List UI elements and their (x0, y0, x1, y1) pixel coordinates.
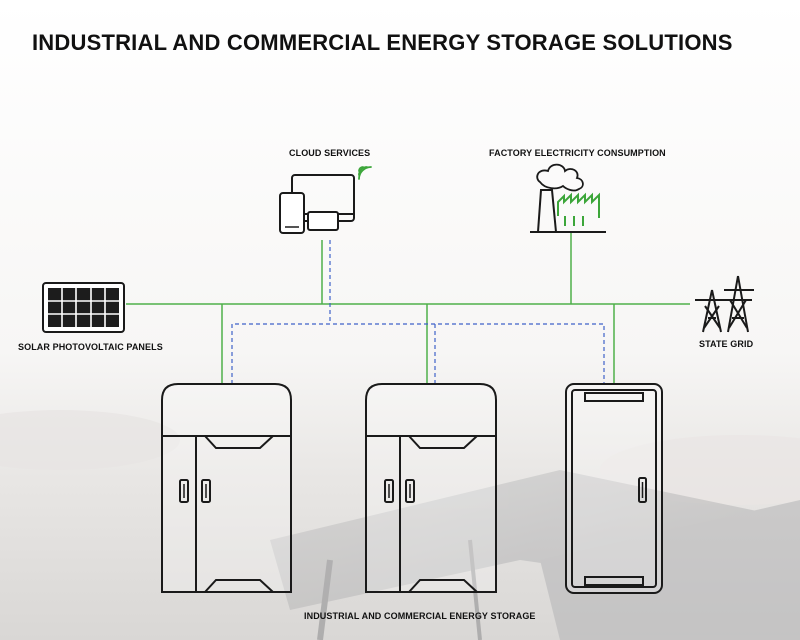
power-lines (126, 233, 690, 384)
page-title: INDUSTRIAL AND COMMERCIAL ENERGY STORAGE… (32, 30, 733, 55)
factory-icon (530, 163, 606, 233)
storage-cabinet-1 (161, 383, 292, 593)
storage-cabinet-2 (365, 383, 497, 593)
data-lines (231, 240, 605, 384)
cloud-services-label: CLOUD SERVICES (289, 148, 371, 158)
transmission-tower-icon (695, 275, 754, 333)
state-grid-label: STATE GRID (699, 339, 754, 349)
wifi-icon (358, 166, 372, 180)
devices-icon (279, 174, 355, 234)
background-solar-panels (270, 470, 800, 640)
solar-panels-label: SOLAR PHOTOVOLTAIC PANELS (18, 342, 163, 352)
factory-consumption-label: FACTORY ELECTRICITY CONSUMPTION (489, 148, 666, 158)
control-cabinet (565, 383, 663, 594)
energy-storage-label: INDUSTRIAL AND COMMERCIAL ENERGY STORAGE (304, 611, 536, 621)
solar-panel-icon (42, 282, 125, 333)
